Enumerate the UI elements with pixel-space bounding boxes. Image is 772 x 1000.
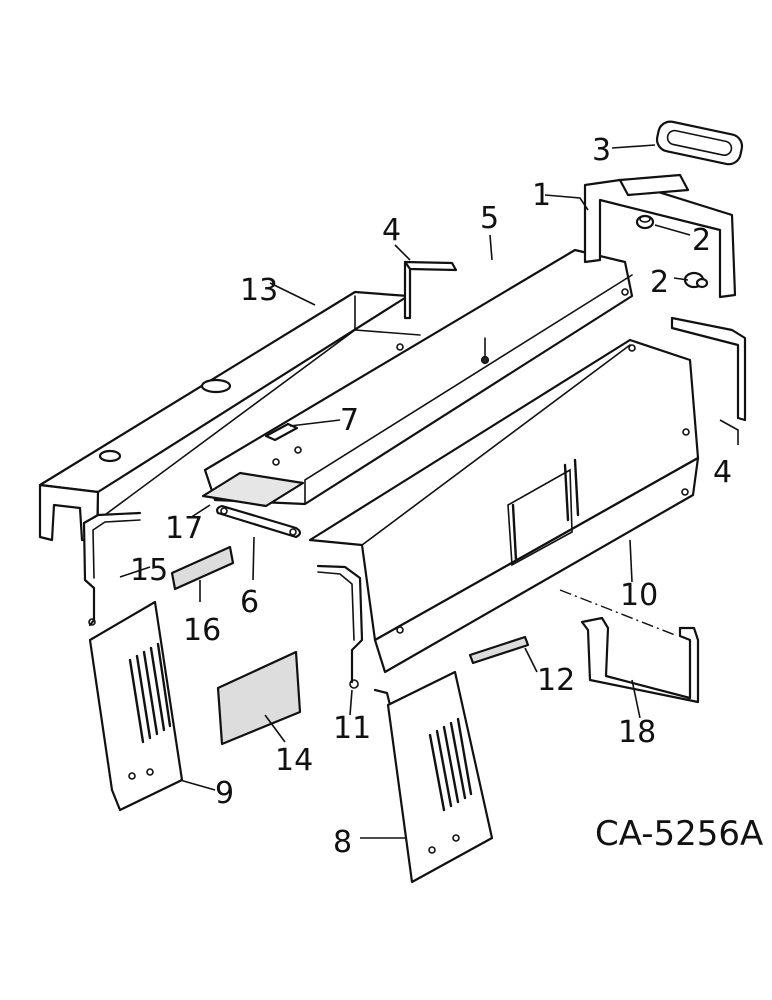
callout-18: 18 [618, 715, 656, 750]
part-4-upper-bracket [403, 260, 458, 320]
part-13-left-channel-cover [38, 290, 421, 542]
callout-10: 10 [620, 578, 658, 613]
part-2-plug-lower [683, 271, 709, 289]
callout-14: 14 [275, 743, 313, 778]
part-14-decal [216, 650, 302, 746]
part-4-right-l-bracket [670, 316, 747, 422]
callout-12: 12 [537, 663, 575, 698]
callout-8: 8 [333, 825, 352, 860]
figure-id: CA-5256A [595, 814, 763, 854]
part-10-right-side-cover [308, 338, 700, 674]
callout-16: 16 [183, 613, 221, 648]
part-6-strap [216, 504, 302, 539]
callout-2-lower: 2 [650, 265, 669, 300]
part-3-grommet [655, 120, 744, 166]
part-5-center-top-cover [203, 248, 634, 506]
part-1-top-right-bracket [583, 173, 737, 299]
part-12-strip [468, 635, 530, 665]
callout-6: 6 [240, 585, 259, 620]
callout-7: 7 [340, 403, 359, 438]
part-9-left-side-panel [88, 600, 184, 812]
part-7-small-plate [264, 422, 302, 466]
part-8-right-side-panel [386, 670, 494, 884]
callout-5: 5 [480, 201, 499, 236]
callout-2-upper: 2 [692, 223, 711, 258]
leader-lines [119, 144, 739, 839]
part-16-small-label [170, 545, 235, 591]
callout-15: 15 [130, 553, 168, 588]
part-18-u-bracket [559, 589, 700, 704]
callout-17: 17 [165, 511, 203, 546]
callout-1: 1 [532, 178, 551, 213]
callout-9: 9 [215, 776, 234, 811]
part-15-left-bracket [82, 511, 142, 627]
callout-3: 3 [592, 133, 611, 168]
callout-4-upper: 4 [382, 213, 401, 248]
part-2-plug-upper [635, 214, 655, 230]
callout-4-right: 4 [713, 455, 732, 490]
callout-11: 11 [333, 711, 371, 746]
part-17-gasket-pad [201, 471, 305, 508]
callout-13: 13 [240, 273, 278, 308]
part-11-right-bracket [316, 564, 392, 707]
